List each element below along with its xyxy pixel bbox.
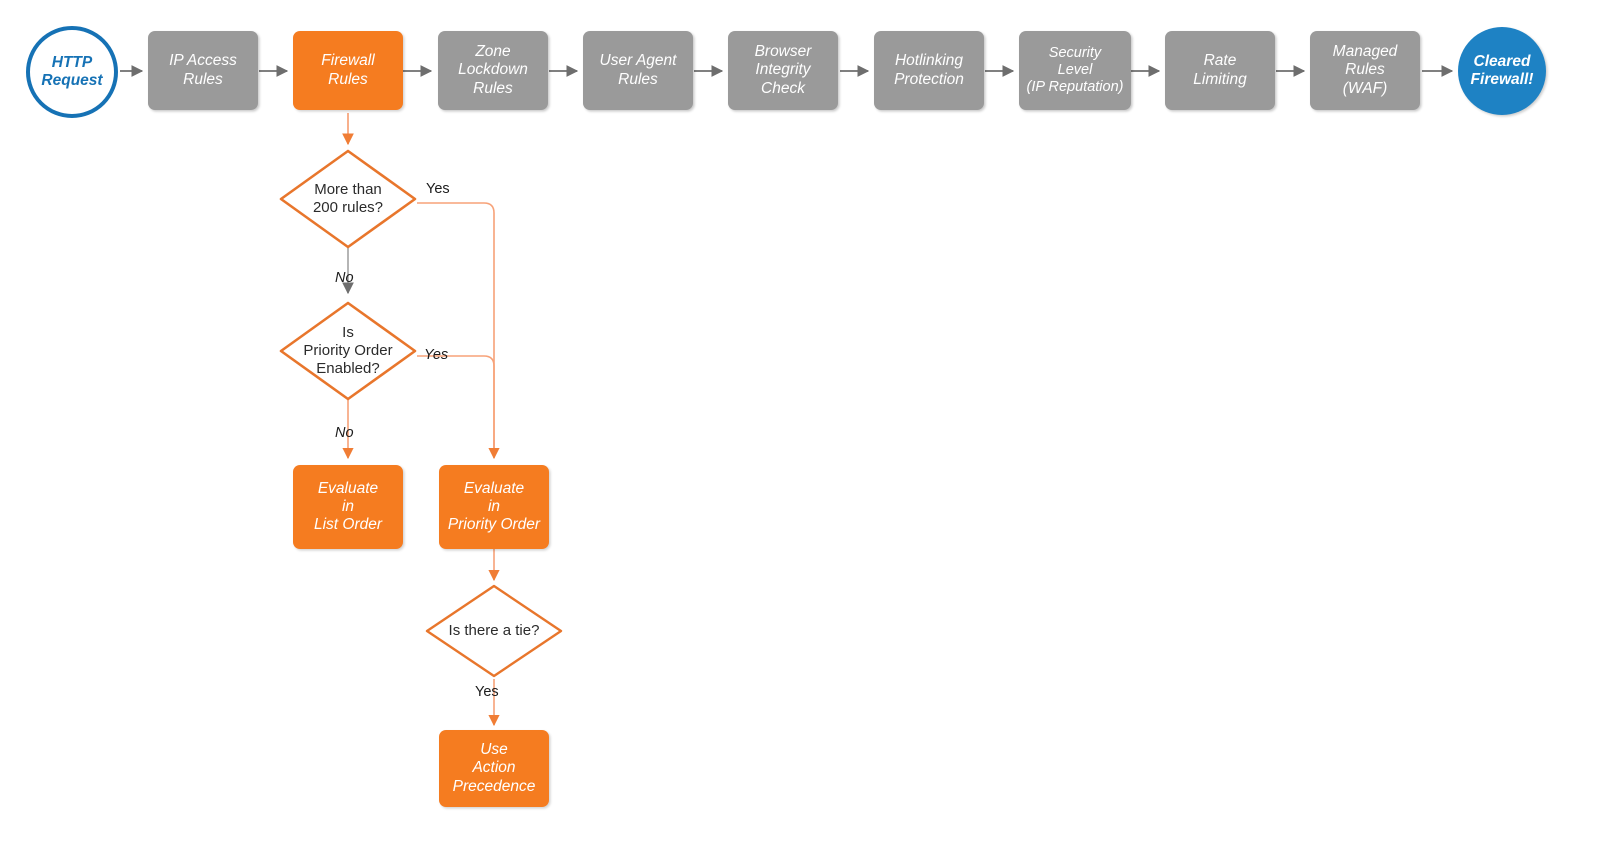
node-firewall-rules[interactable]: Firewall Rules <box>293 31 403 110</box>
edge-decision1-yes <box>417 202 495 451</box>
node-security-level[interactable]: Security Level (IP Reputation) <box>1019 31 1131 110</box>
node-browser-integrity-check[interactable]: Browser Integrity Check <box>728 31 838 110</box>
node-is-priority-order-enabled[interactable]: Is Priority Order Enabled? <box>278 300 418 402</box>
node-more-than-200-rules[interactable]: More than 200 rules? <box>278 148 418 250</box>
edge-label-decision3-yes: Yes <box>475 684 499 700</box>
node-zone-lockdown-rules[interactable]: Zone Lockdown Rules <box>438 31 548 110</box>
diamond-shape <box>279 301 417 401</box>
node-use-action-precedence-label: Use Action Precedence <box>452 741 536 795</box>
edge-label-decision2-yes: Yes <box>424 347 449 363</box>
edge-label-decision1-yes: Yes <box>426 181 450 197</box>
node-security-level-label: Security Level (IP Reputation) <box>1026 44 1124 96</box>
node-user-agent-rules-label: User Agent Rules <box>599 52 677 88</box>
node-managed-rules-waf-label: Managed Rules (WAF) <box>1332 43 1398 97</box>
diamond-shape <box>425 584 563 678</box>
node-zone-lockdown-rules-label: Zone Lockdown Rules <box>458 43 528 97</box>
node-http-request[interactable]: HTTP Request <box>26 26 118 118</box>
node-evaluate-in-priority-order-label: Evaluate in Priority Order <box>447 479 541 534</box>
node-is-priority-order-enabled-label: Is Priority Order Enabled? <box>303 324 393 377</box>
edge-decision2-yes <box>417 355 495 451</box>
edge-label-decision2-no: No <box>335 425 354 441</box>
node-http-request-label: HTTP Request <box>41 53 103 89</box>
node-browser-integrity-check-label: Browser Integrity Check <box>754 43 812 97</box>
node-use-action-precedence[interactable]: Use Action Precedence <box>439 730 549 807</box>
node-firewall-rules-label: Firewall Rules <box>321 52 375 88</box>
node-is-there-a-tie-label: Is there a tie? <box>448 622 540 639</box>
node-rate-limiting[interactable]: Rate Limiting <box>1165 31 1275 110</box>
node-cleared-firewall-label: Cleared Firewall! <box>1470 52 1534 88</box>
node-hotlinking-protection[interactable]: Hotlinking Protection <box>874 31 984 110</box>
node-evaluate-in-priority-order[interactable]: Evaluate in Priority Order <box>439 465 549 549</box>
node-rate-limiting-label: Rate Limiting <box>1193 52 1247 88</box>
node-ip-access-rules[interactable]: IP Access Rules <box>148 31 258 110</box>
node-hotlinking-protection-label: Hotlinking Protection <box>894 52 964 88</box>
node-managed-rules-waf[interactable]: Managed Rules (WAF) <box>1310 31 1420 110</box>
edge-label-decision1-no: No <box>335 270 354 286</box>
node-evaluate-in-list-order[interactable]: Evaluate in List Order <box>293 465 403 549</box>
node-ip-access-rules-label: IP Access Rules <box>169 52 237 88</box>
node-evaluate-in-list-order-label: Evaluate in List Order <box>313 479 383 534</box>
node-is-there-a-tie[interactable]: Is there a tie? <box>424 583 564 679</box>
diamond-shape <box>279 149 417 249</box>
node-cleared-firewall[interactable]: Cleared Firewall! <box>1458 27 1546 115</box>
node-more-than-200-rules-label: More than 200 rules? <box>312 181 384 216</box>
node-user-agent-rules[interactable]: User Agent Rules <box>583 31 693 110</box>
